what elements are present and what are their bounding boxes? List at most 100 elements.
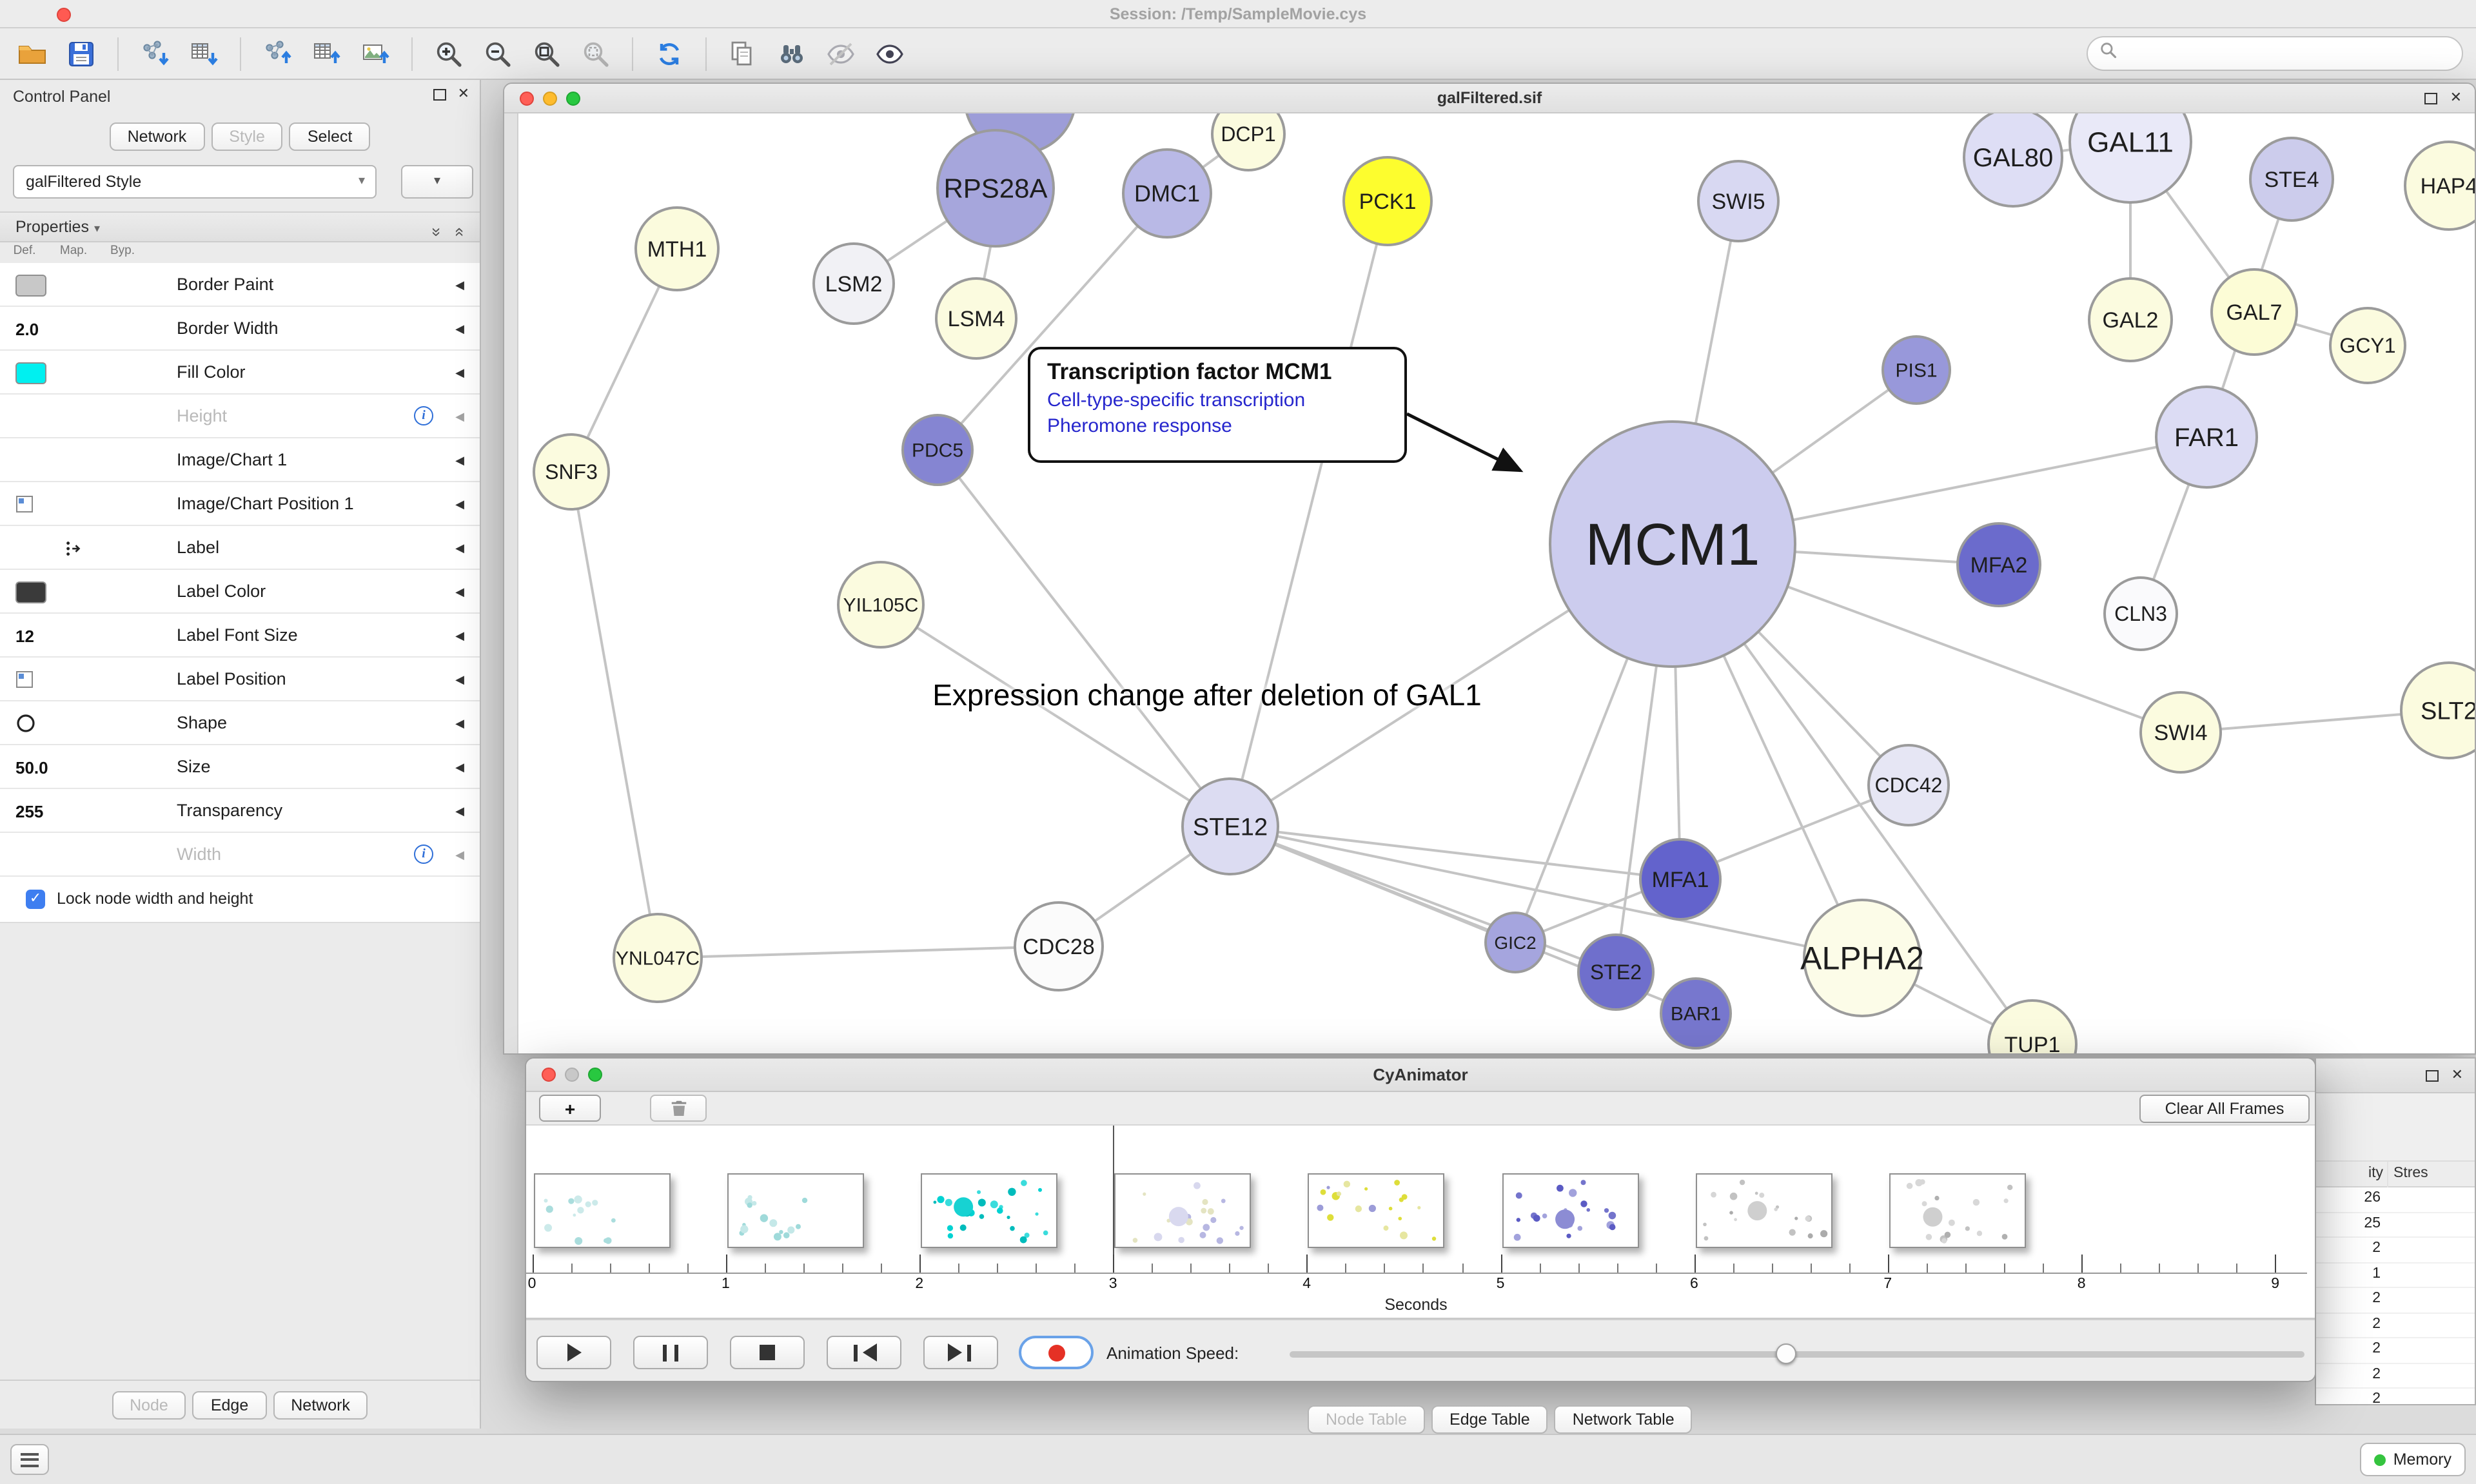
node-PCK1[interactable]: PCK1	[1342, 156, 1433, 246]
show-all-icon[interactable]	[870, 34, 909, 73]
node-LSM4[interactable]: LSM4	[935, 277, 1017, 360]
default-value-cell[interactable]	[15, 576, 67, 607]
minimize-button[interactable]	[543, 92, 557, 106]
edge-STE12-MFA1[interactable]	[1230, 825, 1681, 881]
frame-1[interactable]	[533, 1173, 670, 1248]
tab-select[interactable]: Select	[289, 122, 371, 151]
cyanimator-titlebar[interactable]: CyAnimator	[526, 1059, 2315, 1092]
node-DCP1[interactable]: DCP1	[1211, 113, 1286, 171]
node-BAR1[interactable]: BAR1	[1660, 977, 1732, 1050]
table-row[interactable]: 2	[2316, 1238, 2475, 1263]
node-GIC2[interactable]: GIC2	[1484, 912, 1546, 973]
node-MCM1[interactable]: MCM1	[1549, 420, 1796, 668]
slider-knob[interactable]	[1776, 1343, 1796, 1364]
table-row[interactable]: 2	[2316, 1338, 2475, 1363]
node-RPS28A[interactable]: RPS28A	[936, 129, 1055, 248]
node-GAL11[interactable]: GAL11	[2068, 113, 2192, 204]
node-GAL7[interactable]: GAL7	[2210, 268, 2298, 356]
table-row[interactable]: 2	[2316, 1313, 2475, 1338]
default-value-cell[interactable]	[15, 489, 67, 520]
panel-toggle-button[interactable]	[10, 1444, 49, 1475]
property-row-label-color[interactable]: Label Color◀	[0, 570, 480, 614]
node-CDC28[interactable]: CDC28	[1014, 901, 1104, 991]
mapping-cell[interactable]	[64, 532, 108, 563]
node-PDC5[interactable]: PDC5	[901, 414, 974, 486]
node-MTH1[interactable]: MTH1	[634, 206, 720, 291]
expand-arrow-icon[interactable]: ◀	[455, 717, 464, 730]
default-value-cell[interactable]	[15, 664, 67, 695]
edge-DMC1-PDC5[interactable]	[936, 192, 1168, 451]
node-YIL105C[interactable]: YIL105C	[837, 561, 925, 649]
expand-arrow-icon[interactable]: ◀	[455, 848, 464, 861]
play-button[interactable]	[536, 1336, 611, 1369]
expand-arrow-icon[interactable]: ◀	[455, 761, 464, 774]
property-row-image-chart-1[interactable]: Image/Chart 1◀	[0, 438, 480, 482]
lock-node-size-row[interactable]: ✓ Lock node width and height	[0, 877, 480, 923]
node-LSM2[interactable]: LSM2	[812, 242, 895, 325]
node-FAR1[interactable]: FAR1	[2155, 386, 2258, 489]
skip-end-button[interactable]	[923, 1336, 998, 1369]
annotation-link[interactable]: Cell-type-specific transcription	[1047, 389, 1306, 411]
save-session-icon[interactable]	[62, 34, 101, 73]
default-value-cell[interactable]	[15, 269, 67, 300]
column-header[interactable]: Stres	[2393, 1166, 2428, 1181]
panel-tab-node[interactable]: Node	[112, 1391, 186, 1420]
property-row-image-chart-position-1[interactable]: Image/Chart Position 1◀	[0, 482, 480, 526]
style-options-dropdown[interactable]: ▾	[401, 165, 473, 199]
node-GAL80[interactable]: GAL80	[1963, 113, 2063, 208]
expand-arrow-icon[interactable]: ◀	[455, 410, 464, 423]
property-row-label-position[interactable]: Label Position◀	[0, 658, 480, 701]
property-row-fill-color[interactable]: Fill Color◀	[0, 351, 480, 395]
close-window-button[interactable]	[57, 8, 71, 22]
node-GCY1[interactable]: GCY1	[2329, 307, 2406, 384]
frame-6[interactable]	[1502, 1173, 1638, 1248]
animation-speed-slider[interactable]	[1290, 1351, 2304, 1358]
search-box[interactable]	[2087, 36, 2463, 71]
table-panel-titlebar[interactable]: ✕	[2316, 1059, 2475, 1093]
default-value-cell[interactable]	[15, 708, 67, 739]
node-YNL047C[interactable]: YNL047C	[613, 913, 703, 1003]
export-network-icon[interactable]	[258, 34, 297, 73]
column-header[interactable]: ity	[2368, 1166, 2383, 1181]
edge-PDC5-STE12[interactable]	[936, 449, 1232, 828]
float-panel-icon[interactable]	[433, 88, 446, 100]
expand-arrow-icon[interactable]: ◀	[455, 805, 464, 817]
close-button[interactable]	[542, 1068, 556, 1082]
table-tab-edge-table[interactable]: Edge Table	[1431, 1405, 1548, 1434]
expand-arrow-icon[interactable]: ◀	[455, 673, 464, 686]
close-table-icon[interactable]: ✕	[2451, 1068, 2463, 1083]
zoom-fit-icon[interactable]	[527, 34, 566, 73]
duplicate-icon[interactable]	[723, 34, 762, 73]
close-panel-icon[interactable]: ✕	[457, 86, 469, 102]
find-icon[interactable]	[772, 34, 811, 73]
zoom-selected-icon[interactable]	[576, 34, 615, 73]
tab-network[interactable]: Network	[109, 122, 205, 151]
export-image-icon[interactable]	[356, 34, 395, 73]
expand-arrow-icon[interactable]: ◀	[455, 454, 464, 467]
float-window-icon[interactable]	[2424, 92, 2437, 104]
frame-2[interactable]	[727, 1173, 864, 1248]
add-frame-button[interactable]: +	[539, 1095, 601, 1122]
node-MFA2[interactable]: MFA2	[1956, 522, 2041, 607]
table-row[interactable]: 2	[2316, 1363, 2475, 1389]
skip-start-button[interactable]	[827, 1336, 901, 1369]
expand-arrow-icon[interactable]: ◀	[455, 322, 464, 335]
refresh-view-icon[interactable]	[650, 34, 689, 73]
hide-selected-icon[interactable]	[821, 34, 860, 73]
property-row-border-paint[interactable]: Border Paint◀	[0, 263, 480, 307]
frame-8[interactable]	[1889, 1173, 2026, 1248]
expand-arrow-icon[interactable]: ◀	[455, 585, 464, 598]
delete-frame-button[interactable]	[650, 1095, 707, 1122]
node-HAP4[interactable]: HAP4	[2404, 141, 2476, 231]
default-value-cell[interactable]: 12	[15, 626, 34, 645]
stop-button[interactable]	[730, 1336, 805, 1369]
node-STE12[interactable]: STE12	[1181, 777, 1279, 875]
edge-STE12-ALPHA2[interactable]	[1230, 825, 1863, 959]
node-DMC1[interactable]: DMC1	[1122, 148, 1212, 239]
node-GAL2[interactable]: GAL2	[2088, 277, 2173, 362]
properties-header-bar[interactable]: Properties▾ » «	[0, 211, 480, 242]
